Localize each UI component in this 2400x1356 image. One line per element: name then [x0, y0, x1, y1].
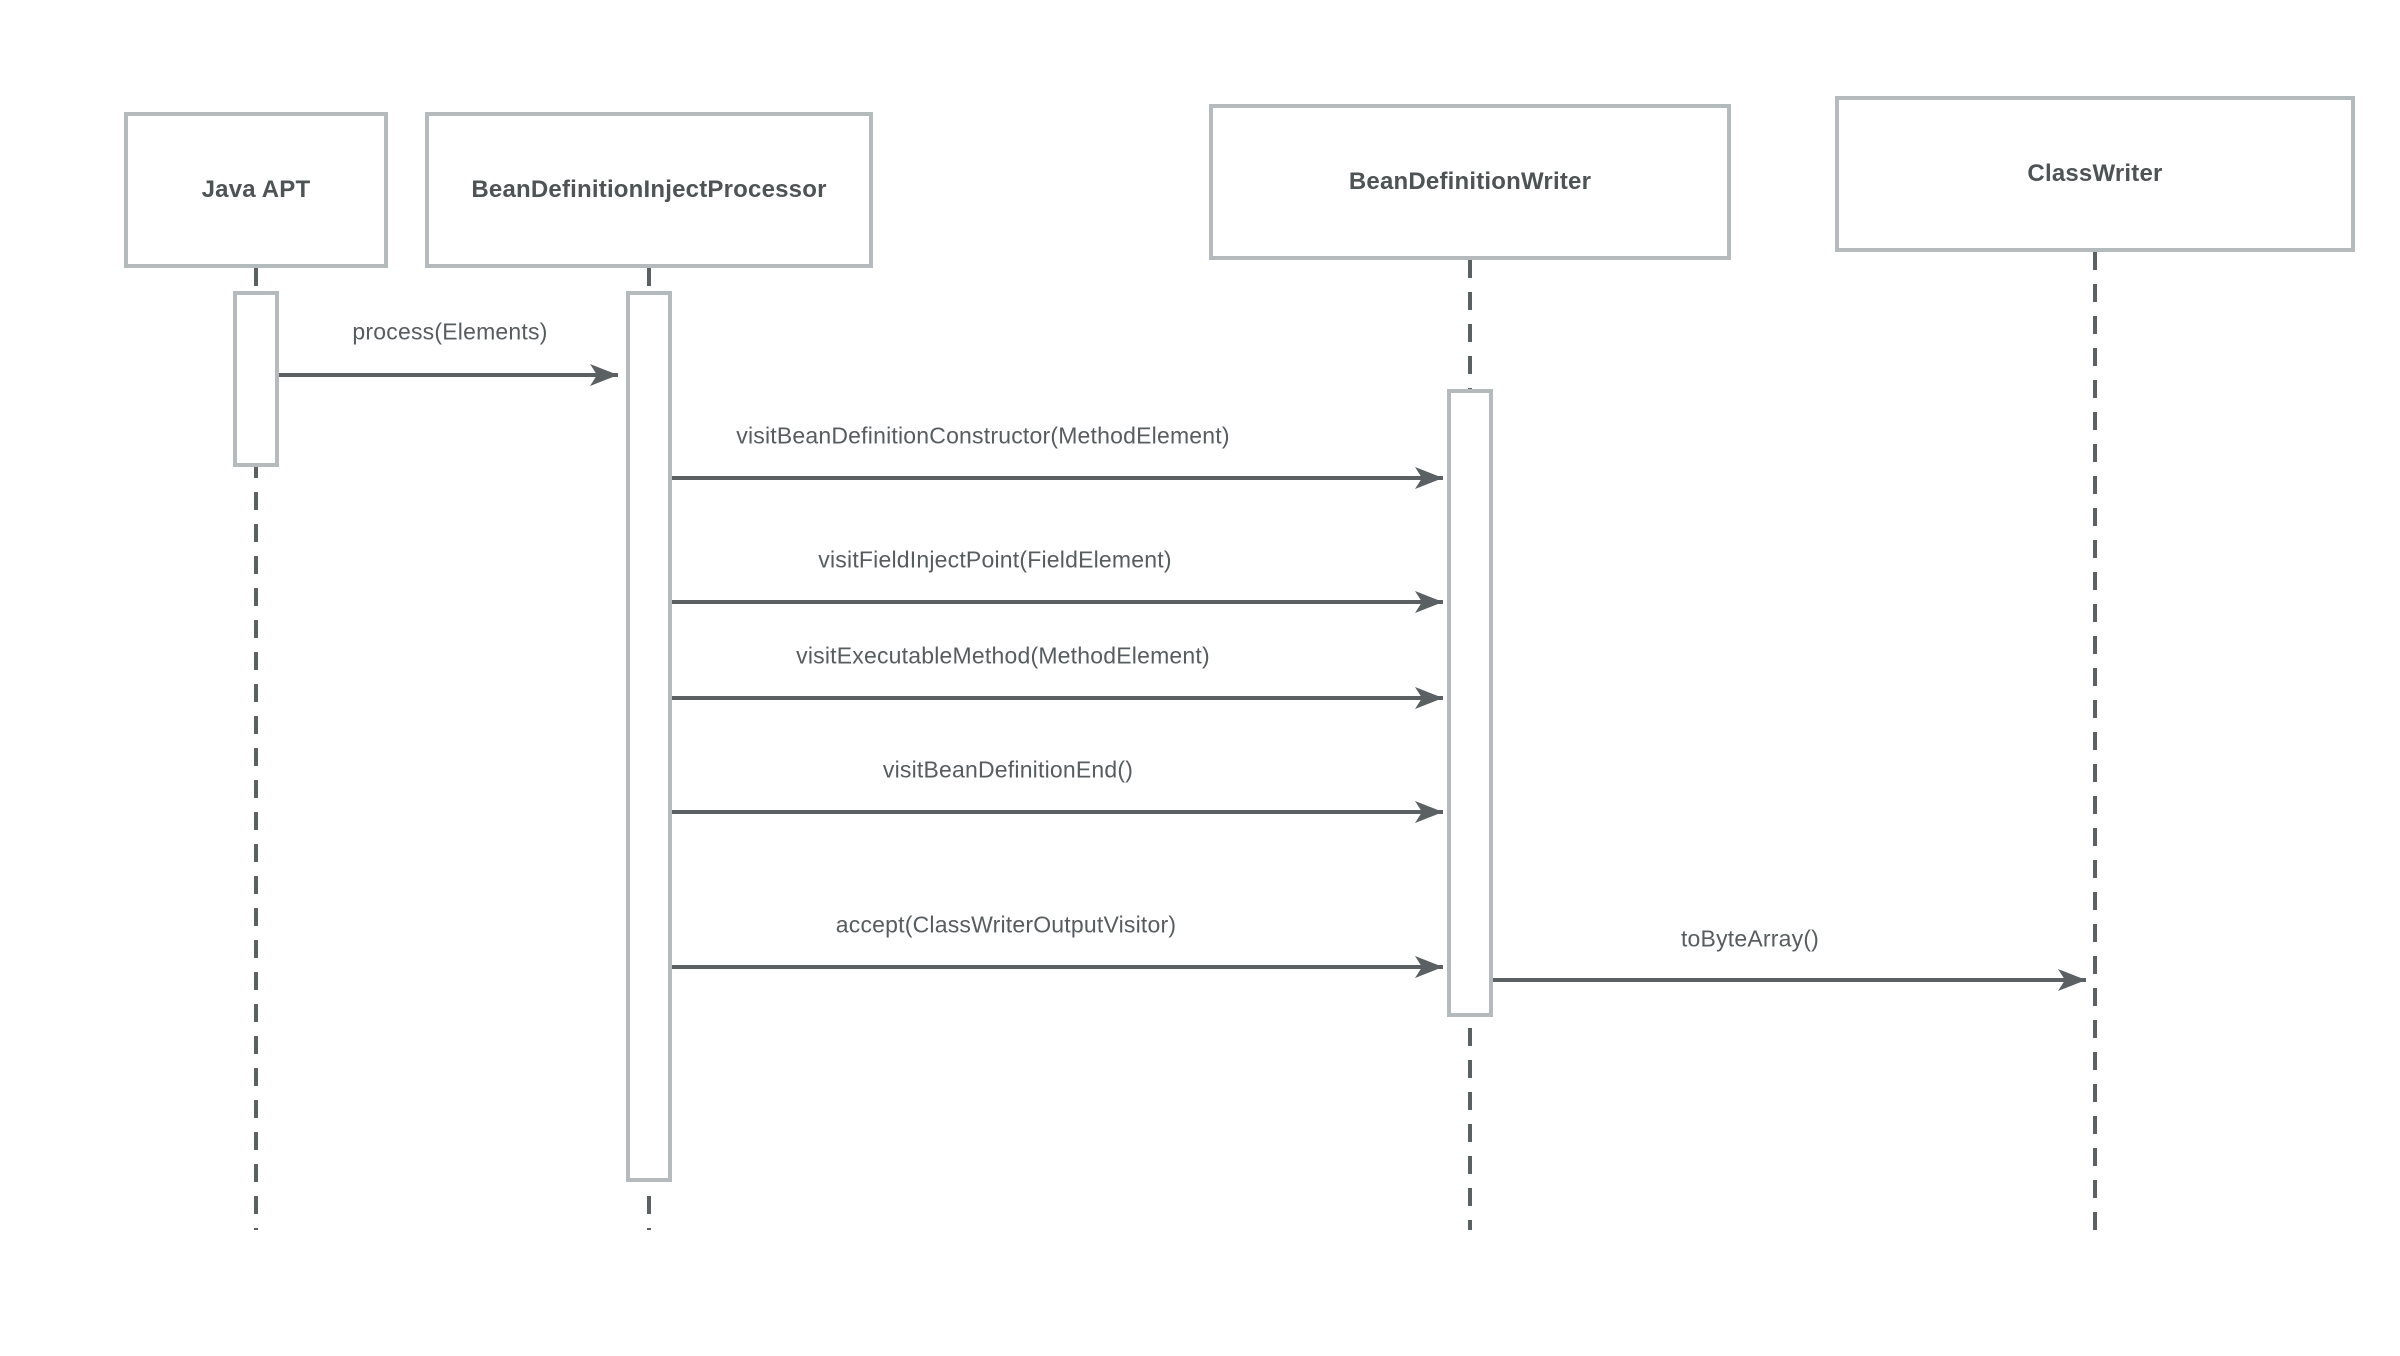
participant-name: BeanDefinitionInjectProcessor — [471, 176, 827, 203]
message-label-process: process(Elements) — [352, 318, 548, 345]
message-label-to-byte-array: toByteArray() — [1680, 925, 1820, 952]
activation-bar-bean-definition-writer — [1447, 389, 1493, 1017]
message-label-visit-executable-method: visitExecutableMethod(MethodElement) — [796, 642, 1210, 669]
participant-name: BeanDefinitionWriter — [1348, 168, 1592, 195]
activation-bar-java-apt — [233, 291, 279, 467]
participant-name: ClassWriter — [2027, 160, 2163, 187]
message-label-visit-bean-definition-constructor: visitBeanDefinitionConstructor(MethodEle… — [736, 422, 1230, 449]
participant-box-class-writer: ClassWriter — [1835, 96, 2355, 252]
activation-bar-bean-definition-inject-processor — [626, 291, 672, 1182]
message-label-visit-bean-definition-end: visitBeanDefinitionEnd() — [882, 756, 1134, 783]
participant-box-bean-definition-inject-processor: BeanDefinitionInjectProcessor — [425, 112, 873, 268]
participant-box-bean-definition-writer: BeanDefinitionWriter — [1209, 104, 1731, 260]
message-label-accept: accept(ClassWriterOutputVisitor) — [835, 911, 1177, 938]
participant-name: Java APT — [201, 176, 311, 203]
participant-box-java-apt: Java APT — [124, 112, 388, 268]
message-label-visit-field-inject-point: visitFieldInjectPoint(FieldElement) — [818, 546, 1172, 573]
